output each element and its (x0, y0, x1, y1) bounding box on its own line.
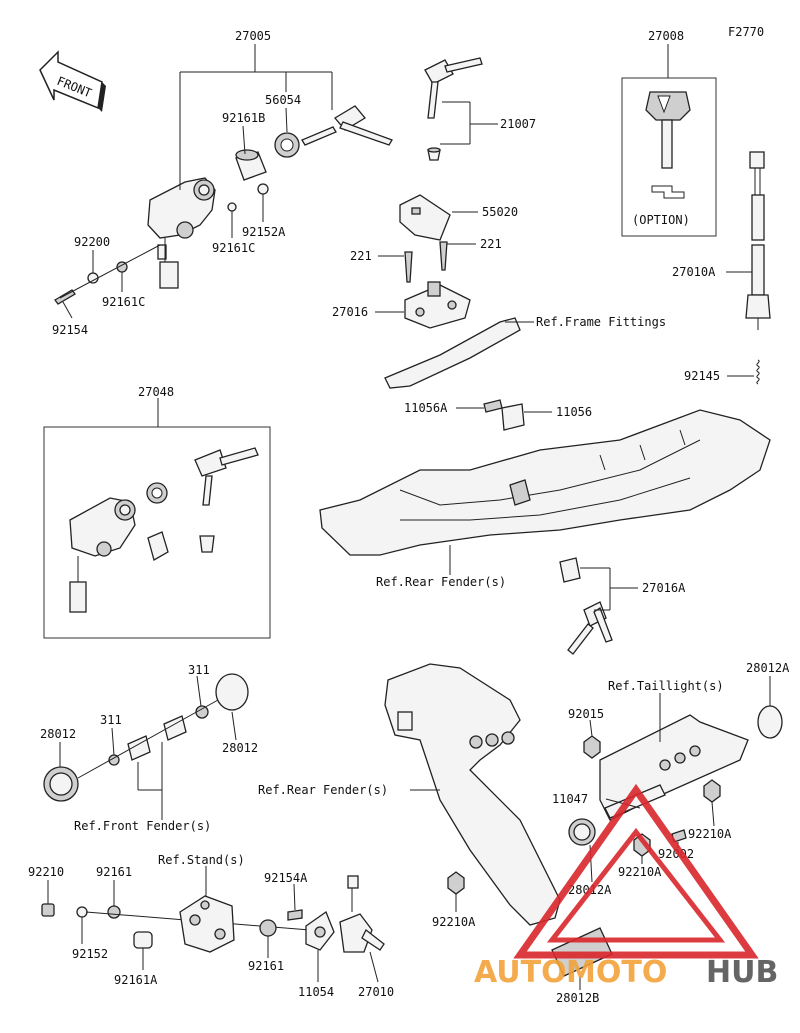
option-label: (OPTION) (632, 213, 690, 227)
label-27048: 27048 (138, 385, 174, 399)
reflector-28012-right (215, 673, 249, 711)
washer-92152 (76, 906, 88, 918)
label-27016: 27016 (332, 305, 368, 319)
bolt-221-right (439, 241, 448, 271)
option-key-box (621, 77, 717, 237)
lock-27016a (559, 557, 613, 655)
key-27005 (301, 105, 393, 146)
label-28012-left: 28012 (40, 727, 76, 741)
label-92161c-b: 92161C (102, 295, 145, 309)
label-ref-stand: Ref.Stand(s) (158, 853, 245, 867)
label-92210: 92210 (28, 865, 64, 879)
label-92161-bot: 92161 (248, 959, 284, 973)
stand-switch-27010 (339, 875, 385, 953)
label-11056: 11056 (556, 405, 592, 419)
clip-11056a (483, 399, 503, 413)
nut-92210a-left (447, 871, 465, 895)
label-27010a: 27010A (672, 265, 716, 279)
diagram-code: F2770 (728, 25, 764, 39)
label-311-top: 311 (188, 663, 210, 677)
label-28012b: 28012B (556, 991, 599, 1005)
reflector-28012a-top (757, 705, 783, 739)
cap-92210 (41, 903, 55, 917)
label-27008: 27008 (648, 29, 684, 43)
label-27016a: 27016A (642, 581, 686, 595)
cover-92161a (133, 931, 153, 949)
label-221-left: 221 (350, 249, 372, 263)
ignition-switch-27005 (147, 177, 216, 289)
label-311-left: 311 (100, 713, 122, 727)
screw-92154 (54, 289, 76, 305)
label-92161a: 92161A (114, 973, 158, 987)
automotohub-watermark: AUTO MOTO HUB (474, 783, 778, 990)
label-221-right: 221 (480, 237, 502, 251)
label-92210a-right: 92210A (688, 827, 732, 841)
label-27005: 27005 (235, 29, 271, 43)
stand-bracket (179, 895, 235, 953)
label-28012a-top: 28012A (746, 661, 790, 675)
spacer-set (108, 705, 209, 766)
watermark-moto: MOTO (566, 955, 667, 990)
label-92154a: 92154A (264, 871, 308, 885)
label-55020: 55020 (482, 205, 518, 219)
label-ref-frame: Ref.Frame Fittings (536, 315, 666, 329)
key-set-21007 (424, 57, 483, 161)
spring-92145 (756, 359, 760, 385)
label-92015: 92015 (568, 707, 604, 721)
reflector-28012-left (43, 766, 79, 802)
label-92161-top: 92161 (96, 865, 132, 879)
reflector-28012a-mid (568, 818, 596, 846)
label-ref-front-fender: Ref.Front Fender(s) (74, 819, 211, 833)
label-92145: 92145 (684, 369, 720, 383)
label-92152: 92152 (72, 947, 108, 961)
label-ref-rear-fender-2: Ref.Rear Fender(s) (258, 783, 388, 797)
label-11054: 11054 (298, 985, 334, 999)
label-28012-right: 28012 (222, 741, 258, 755)
label-27010: 27010 (358, 985, 394, 999)
rear-fender-lower (384, 663, 561, 926)
nut-92210a-right (703, 779, 721, 803)
plate-11054 (305, 910, 335, 951)
label-92152a: 92152A (242, 225, 286, 239)
collar-92161-b (259, 919, 277, 937)
washer-92161c-a (227, 202, 237, 212)
label-92161b: 92161B (222, 111, 265, 125)
clip-11056 (501, 403, 525, 431)
key-blank-27008 (645, 91, 691, 199)
label-56054: 56054 (265, 93, 301, 107)
watermark-hub: HUB (706, 955, 778, 990)
label-92154: 92154 (52, 323, 88, 337)
label-11056a: 11056A (404, 401, 448, 415)
label-92210a-mid: 92210A (618, 865, 662, 879)
screw-92154a (287, 909, 303, 921)
label-11047: 11047 (552, 792, 588, 806)
washer-92152a (257, 183, 269, 195)
lock-set-27048-box (43, 426, 271, 639)
label-ref-taillight: Ref.Taillight(s) (608, 679, 724, 693)
cover-55020 (399, 194, 451, 241)
rear-frame-assembly (319, 409, 771, 556)
label-92210a-left: 92210A (432, 915, 476, 929)
label-21007: 21007 (500, 117, 536, 131)
bolt-221-left (404, 251, 413, 283)
bracket-27016 (384, 281, 521, 389)
ring-56054 (274, 132, 300, 158)
label-92200: 92200 (74, 235, 110, 249)
washer-92200 (87, 272, 99, 284)
bushing-92161b (235, 149, 267, 181)
watermark-auto: AUTO (474, 955, 567, 990)
label-92161c-a: 92161C (212, 241, 255, 255)
label-ref-rear-fender-1: Ref.Rear Fender(s) (376, 575, 506, 589)
collar-92161 (107, 905, 121, 919)
front-arrow-icon: FRONT (39, 50, 106, 112)
lock-set-27048 (69, 447, 259, 613)
nut-92015 (583, 735, 601, 759)
switch-27010a (745, 151, 771, 330)
